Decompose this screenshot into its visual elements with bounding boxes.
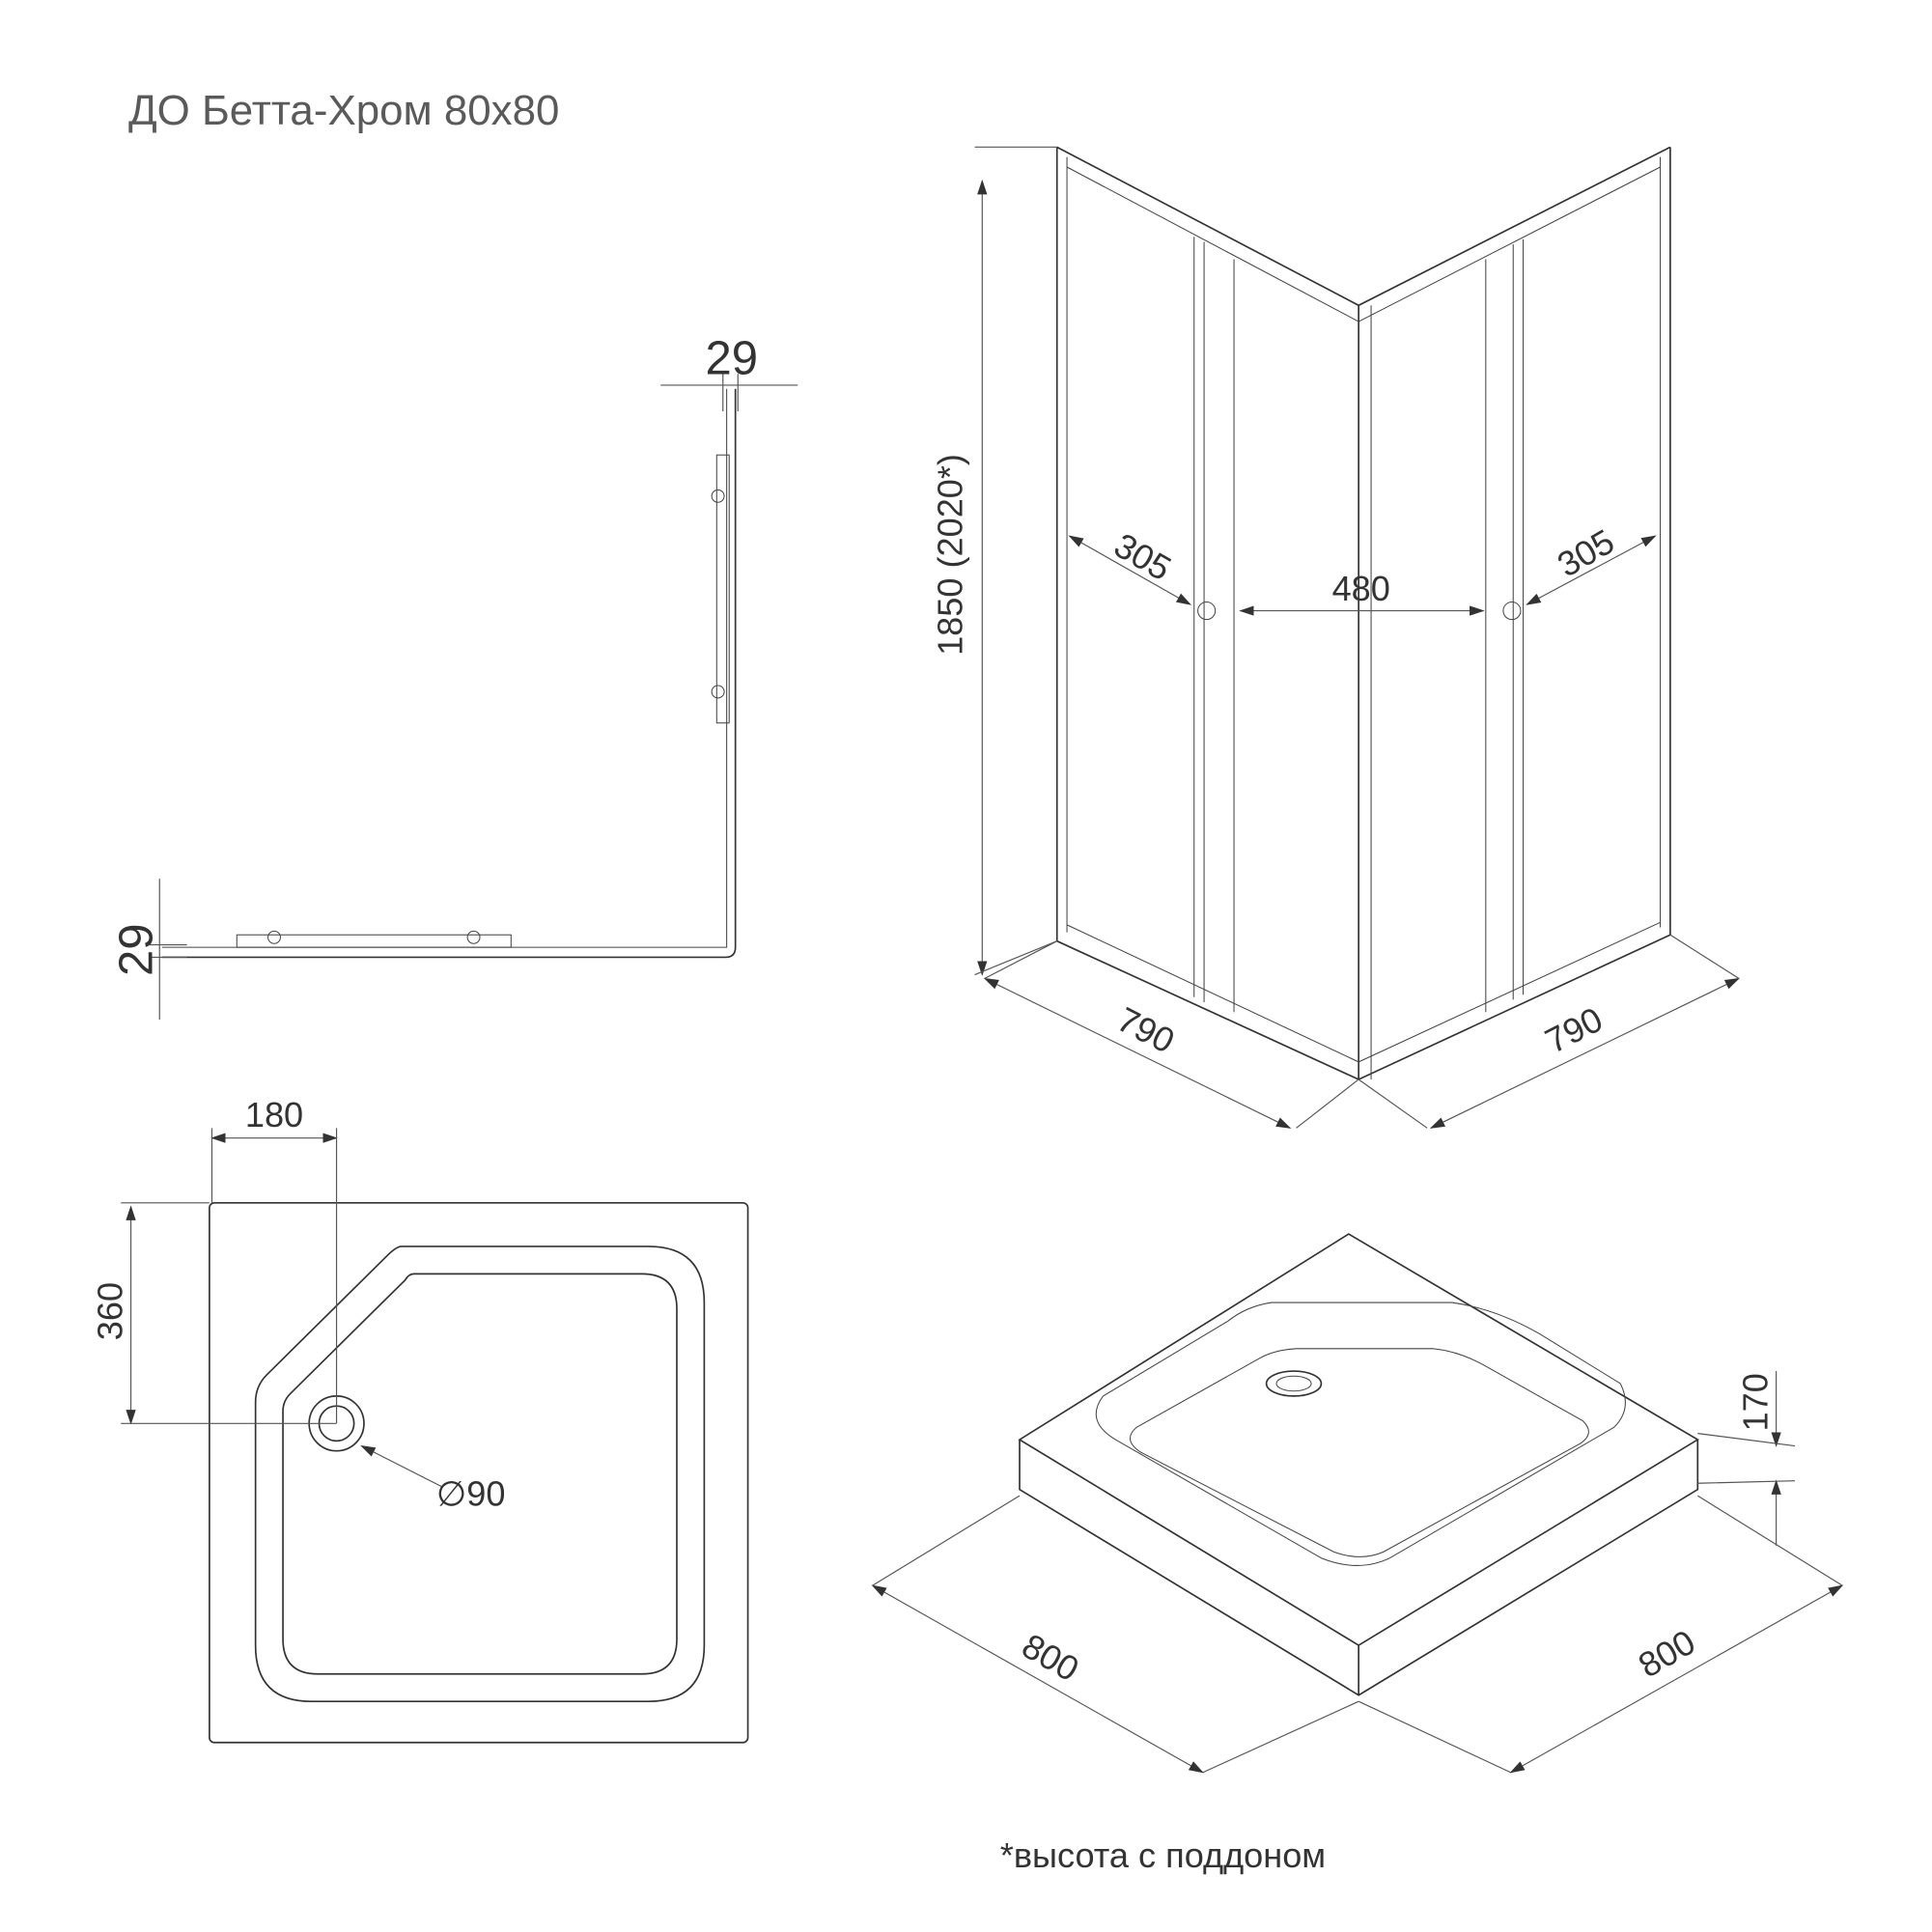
tray-plan: 180 360 ∅90 <box>91 1095 749 1744</box>
cabin-width-left: 790 <box>1111 999 1181 1061</box>
door-right-width: 305 <box>1551 521 1621 585</box>
left-door-handle-icon <box>1197 602 1217 621</box>
door-left-width: 305 <box>1107 525 1178 589</box>
plan-dim-left: 29 <box>110 923 162 976</box>
tray-height: 170 <box>1736 1373 1776 1431</box>
opening-width: 480 <box>1332 569 1390 608</box>
cabin-view: 1850 (2020*) 305 480 305 790 790 <box>931 146 1741 1129</box>
right-door-handle-icon <box>1502 602 1522 621</box>
plan-dim-top: 29 <box>706 332 759 384</box>
cabin-width-right: 790 <box>1539 999 1609 1061</box>
tray-iso: 800 800 170 <box>871 1233 1844 1774</box>
plan-view: 29 29 <box>110 332 798 1021</box>
tray-width-left: 800 <box>1016 1626 1086 1690</box>
drain-offset-x: 180 <box>245 1095 303 1134</box>
tray-drain-icon <box>1265 1370 1323 1397</box>
cabin-height: 1850 (2020*) <box>931 454 970 656</box>
tray-width-right: 800 <box>1632 1622 1702 1686</box>
drain-diameter: ∅90 <box>436 1473 506 1513</box>
drawing-title: ДО Бетта-Хром 80x80 <box>128 87 559 134</box>
drain-offset-y: 360 <box>91 1282 130 1340</box>
footnote: *высота с поддоном <box>1000 1835 1326 1875</box>
